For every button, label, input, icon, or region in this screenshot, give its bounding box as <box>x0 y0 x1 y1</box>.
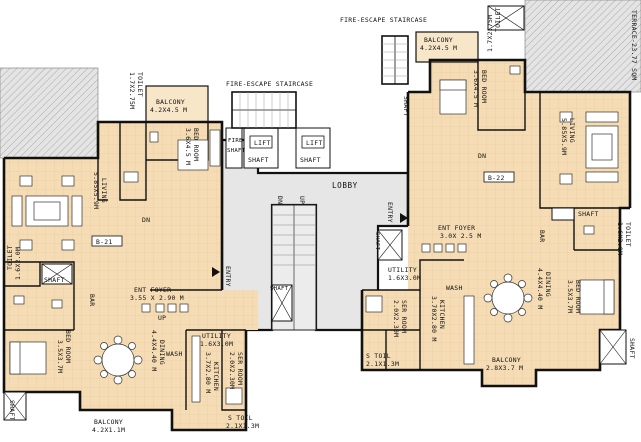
b21-living-name: LIVING <box>100 178 108 203</box>
b22-kitchen-name: KITCHEN <box>438 300 446 329</box>
b22-s-toil-size: 2.1X1.3M <box>366 360 399 368</box>
b22-s-toil-name: S TOIL <box>366 352 391 360</box>
b22-terrace-label: TERRACE-23.77 SQM <box>630 10 638 81</box>
b21-ent-foyer-name: ENT FOYER <box>134 286 171 294</box>
core-stair-treads <box>272 214 316 266</box>
b21-entry-marker <box>212 267 220 277</box>
b21-dining-size: 4.4X4.40 M <box>150 330 158 371</box>
core-shaft-label-right: SHAFT <box>374 232 380 251</box>
b21-kitchen-name: KITCHEN <box>212 362 220 391</box>
b22-balcony-bottom-size: 2.8X3.7 M <box>486 364 523 372</box>
b21-balcony-bottom-name: BALCONY <box>94 418 123 426</box>
b21-up-label: UP <box>158 314 166 322</box>
b22-balcony-top-name: BALCONY <box>424 36 453 44</box>
b22-bed-room-top-size: 3.6X4.5 M <box>472 70 480 107</box>
unit-b22 <box>360 5 632 388</box>
b21-shaft-label: SHAFT <box>44 276 65 284</box>
b22-dining-size: 4.4X4.40 M <box>536 268 544 309</box>
b21-bar-label: BAR <box>88 294 96 306</box>
unit-b22-floor <box>362 60 630 386</box>
b22-utility-name: UTILITY <box>388 266 417 274</box>
b22-dn-label: DN <box>478 152 486 160</box>
b21-dining-name: DINING <box>158 340 166 365</box>
lift-shaft-2-line1: LIFT <box>306 139 323 147</box>
b22-shaft-right-label: SHAFT <box>578 210 599 218</box>
b21-shaft-bottom-label: SHAFT <box>8 400 16 421</box>
b22-entry-label: ENTRY <box>386 202 394 223</box>
b21-s-toil-size: 2.1X1.3M <box>226 422 259 430</box>
terrace-right <box>524 0 641 93</box>
b21-utility-size: 1.6X3.0M <box>200 340 233 348</box>
b21-dn-label: DN <box>142 216 150 224</box>
b22-bed-room-right-name: BED ROOM <box>574 280 582 313</box>
b21-balcony-top-name: BALCONY <box>156 98 185 106</box>
b22-balcony-top-area <box>415 31 479 63</box>
b21-bed-room-top-size: 3.6X4.5 M <box>184 128 192 165</box>
fire-shaft-line1: FIRE <box>228 138 243 144</box>
lift-shaft-1-line1: LIFT <box>254 139 271 147</box>
b22-ser-room-name: SER ROOM <box>400 300 408 333</box>
b22-ser-room-size: 2.0X2.30M <box>392 300 400 337</box>
b21-ser-room-name: SER ROOM <box>236 352 244 385</box>
b21-ent-foyer-size: 3.55 X 2.90 M <box>130 294 184 302</box>
b22-utility-size: 1.6X3.0M <box>388 274 421 282</box>
lift-shaft-2-line2: SHAFT <box>300 156 321 164</box>
b21-toilet-left-name: TOILET <box>6 245 14 270</box>
b22-toilet-top-size: 1.7X2.75M <box>486 15 494 52</box>
b22-toilet-right-size: 1.6X2.0M <box>616 222 624 255</box>
fire-shaft-line2: SHAFT <box>227 148 246 154</box>
b22-entry-marker <box>400 213 408 223</box>
b22-toilet-top-name: TOILET <box>494 7 502 32</box>
b21-tag: B-21 <box>96 238 113 246</box>
b21-entry-label: ENTRY <box>224 266 232 287</box>
b22-toilet-right-name: TOILET <box>624 222 632 247</box>
b22-ent-foyer-name: ENT FOYER <box>438 224 475 232</box>
b22-dining-name: DINING <box>544 272 552 297</box>
unit-b21 <box>2 85 258 432</box>
b22-fire-escape-line: FIRE-ESCAPE STAIRCASE <box>340 16 427 24</box>
b21-living-size: 5.85X5.9M <box>92 172 100 209</box>
b21-bed-room-left-size: 3.5X3.7M <box>56 340 64 373</box>
b21-balcony-top-area <box>145 85 209 123</box>
core-up-label: UP <box>298 196 306 204</box>
lift-shaft-1-line2: SHAFT <box>248 156 269 164</box>
fire-stair-right <box>381 35 409 85</box>
b21-balcony-bottom-size: 4.2X1.1M <box>92 426 125 434</box>
fire-stair-left <box>231 91 297 129</box>
b21-toilet-top-size: 1.7X2.75M <box>128 72 136 109</box>
b21-kitchen-size: 3.7X2.80 M <box>204 352 212 393</box>
lobby-label: LOBBY <box>332 181 358 190</box>
b22-shaft-bottom-label: SHAFT <box>628 338 636 359</box>
b21-bed-room-left-name: BED ROOM <box>64 330 72 363</box>
b22-shaft-top-label: SHAFT <box>402 96 410 117</box>
b22-living-size: 5.85X5.9M <box>560 118 568 155</box>
b22-living-name: LIVING <box>568 118 576 143</box>
b22-kitchen-size: 3.70X2.80 M <box>430 296 438 342</box>
b21-utility-name: UTILITY <box>202 332 231 340</box>
terrace-left <box>0 67 99 159</box>
b21-toilet-left-size: 1.6X2.0M <box>14 247 22 280</box>
b22-bed-room-top-name: BED ROOM <box>480 70 488 103</box>
b22-bar-label: BAR <box>538 230 546 242</box>
b22-balcony-bottom-name: BALCONY <box>492 356 521 364</box>
b22-tag: B-22 <box>488 174 505 182</box>
core-shaft-label-left: SHAFT <box>270 286 289 292</box>
b22-wash-label: WASH <box>446 284 463 292</box>
b22-bed-room-right-size: 3.5X3.7M <box>566 280 574 313</box>
b21-bed-room-top-name: BED ROOM <box>192 128 200 161</box>
b21-toilet-top-name: TOILET <box>136 72 144 97</box>
b21-s-toil-name: S TOIL <box>228 414 253 422</box>
b21-wash-label: WASH <box>166 350 183 358</box>
b22-balcony-top-size: 4.2X4.5 M <box>420 44 457 52</box>
b21-fire-escape-label: FIRE-ESCAPE STAIRCASE <box>226 80 313 88</box>
b21-ser-room-size: 2.0X2.30M <box>228 352 236 389</box>
b21-balcony-top-size: 4.2X4.5 M <box>150 106 187 114</box>
b22-ent-foyer-size: 3.0X 2.5 M <box>440 232 481 240</box>
core-dn-label: DN <box>276 196 284 204</box>
core-shafts <box>271 229 403 322</box>
